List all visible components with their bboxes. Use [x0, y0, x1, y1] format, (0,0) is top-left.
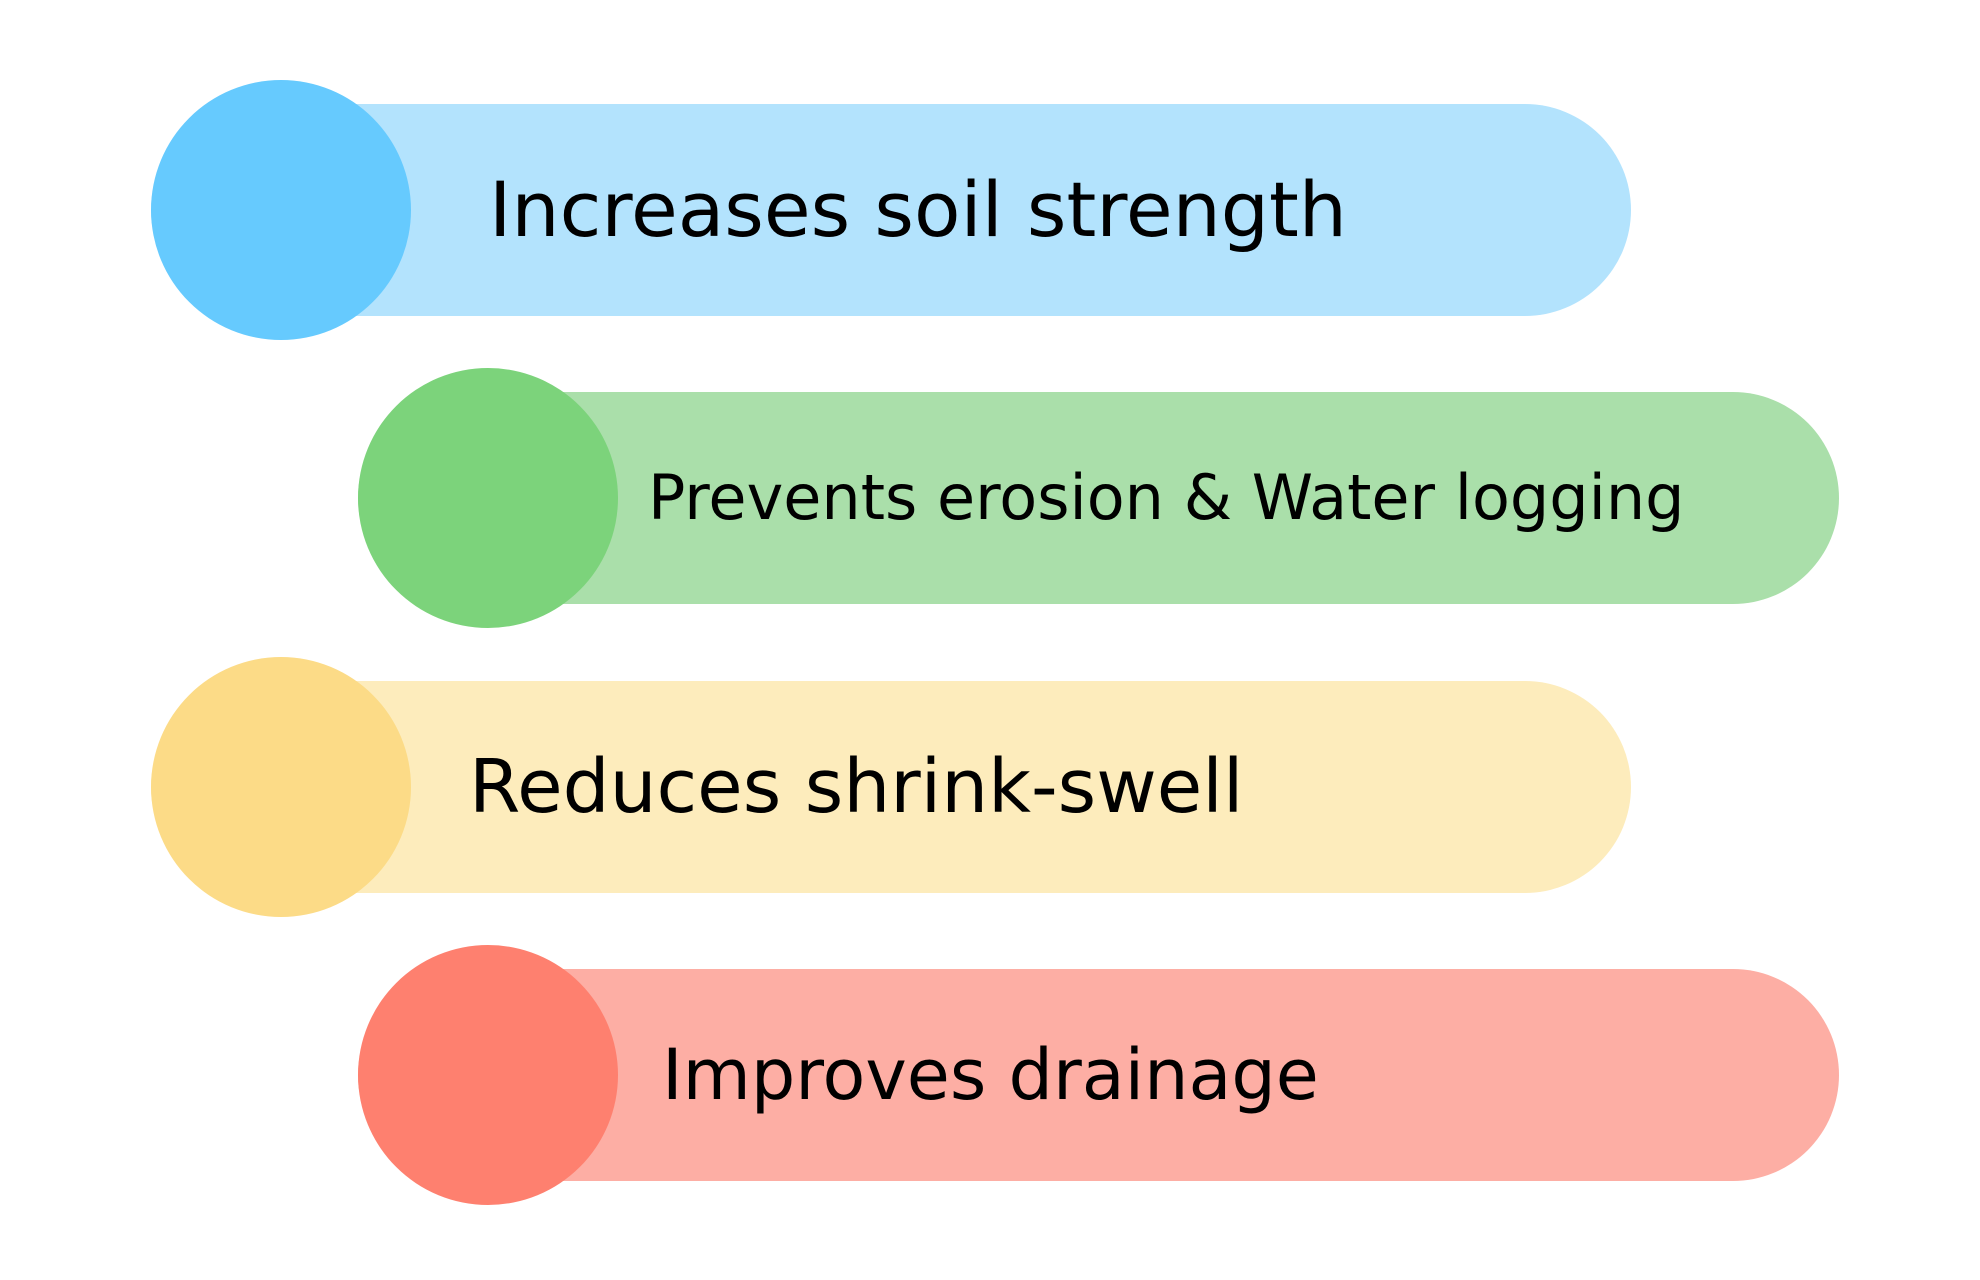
benefit-item-soil-strength: Increases soil strength — [151, 80, 1631, 340]
benefit-item-prevents-erosion: Prevents erosion & Water logging — [358, 368, 1839, 628]
benefit-label: Increases soil strength — [489, 165, 1347, 254]
benefit-label: Prevents erosion & Water logging — [648, 461, 1685, 534]
benefit-circle — [358, 945, 618, 1205]
benefit-circle — [151, 657, 411, 917]
benefit-circle — [358, 368, 618, 628]
benefit-item-shrink-swell: Reduces shrink-swell — [151, 657, 1631, 917]
benefit-item-drainage: Improves drainage — [358, 945, 1839, 1205]
benefit-label: Reduces shrink-swell — [469, 744, 1244, 830]
benefit-circle — [151, 80, 411, 340]
benefit-label: Improves drainage — [662, 1034, 1319, 1116]
